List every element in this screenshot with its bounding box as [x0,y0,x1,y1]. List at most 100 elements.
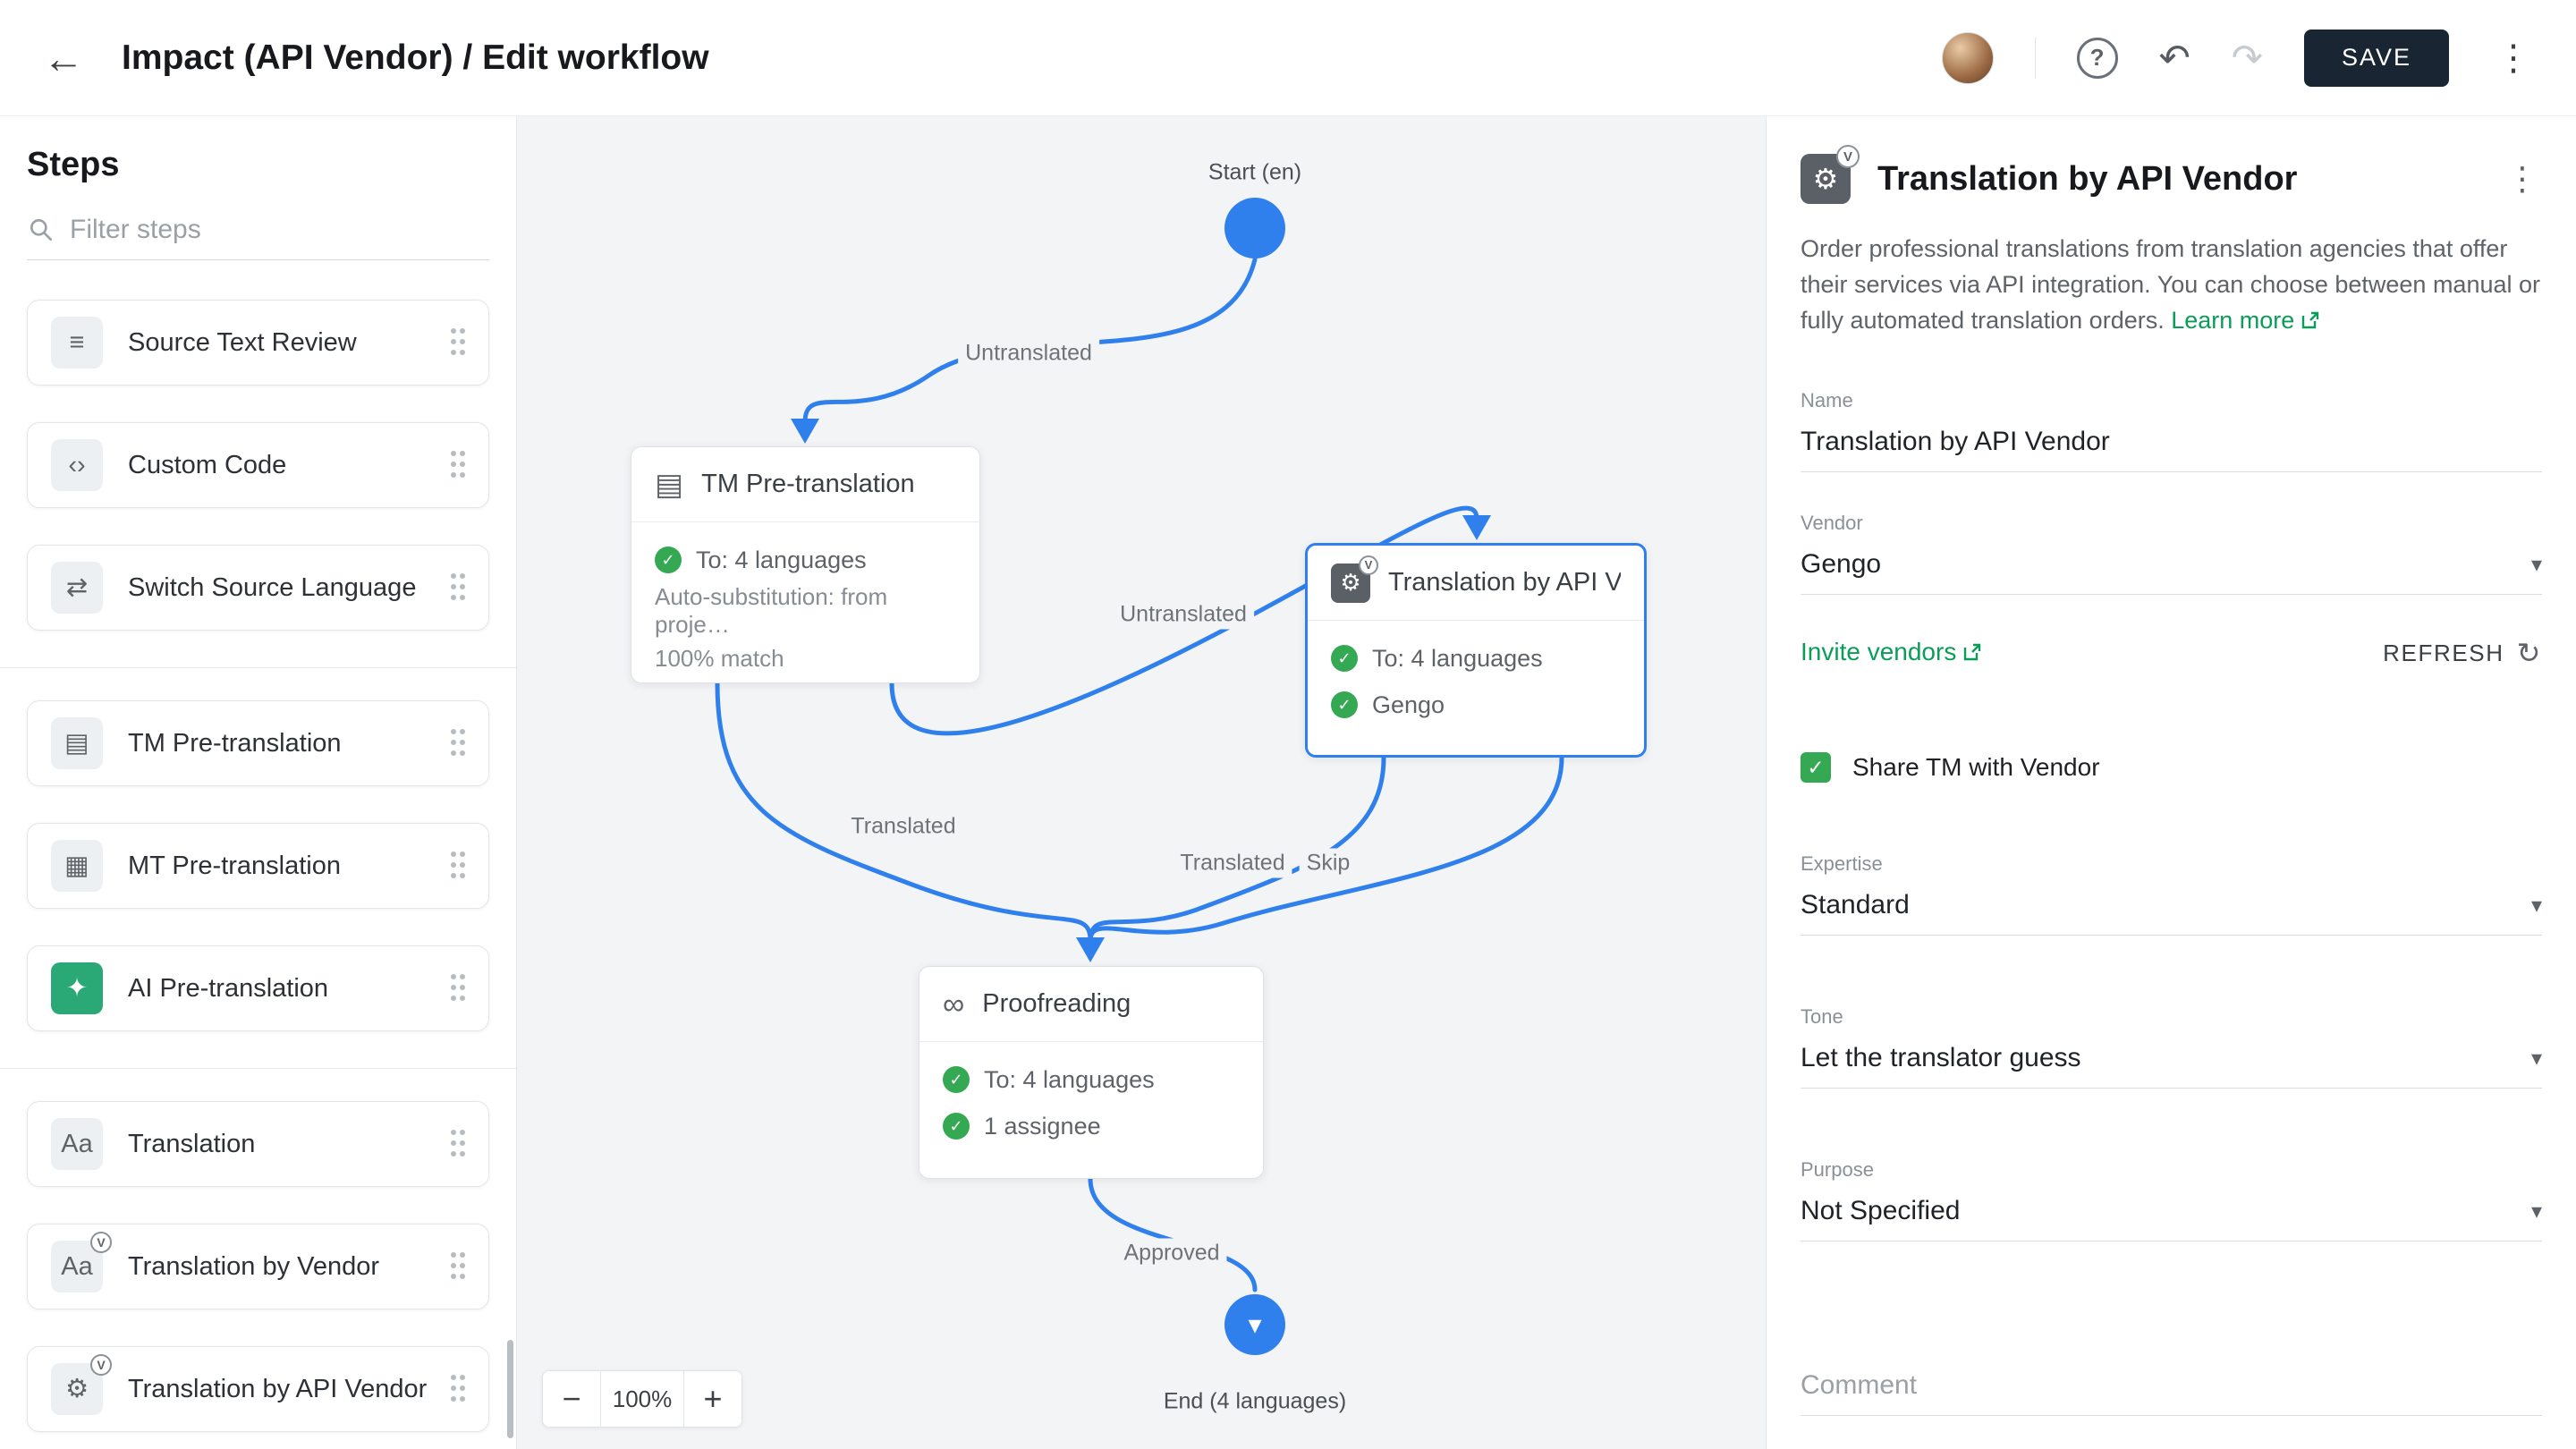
step-settings-panel: ⚙ V Translation by API Vendor ⋮ Order pr… [1766,116,2576,1449]
learn-more-link[interactable]: Learn more [2171,307,2321,334]
arrowhead-icon [791,419,819,444]
drag-handle-icon[interactable] [451,572,465,604]
zoom-level: 100% [600,1371,684,1427]
step-card-switch-source-language[interactable]: ⇄ Switch Source Language [27,545,489,631]
step-card-translation[interactable]: Aa Translation [27,1101,489,1187]
gear-vendor-icon: ⚙ V [1331,555,1378,603]
name-input[interactable] [1801,418,2542,472]
edge-label: Approved [1116,1238,1227,1268]
edge-label: Untranslated [1113,599,1254,630]
arrowhead-icon [1076,937,1105,962]
zoom-out-button[interactable]: − [543,1371,600,1427]
step-card-ai-pretranslation[interactable]: ✦ AI Pre-translation [27,945,489,1031]
step-description: Order professional translations from tra… [1801,231,2542,341]
gear-vendor-icon: ⚙ V [51,1354,112,1415]
drag-handle-icon[interactable] [451,850,465,882]
edge-label: Skip [1299,848,1358,878]
drag-handle-icon[interactable] [451,1250,465,1283]
chevron-down-icon: ▾ [1248,1310,1262,1340]
step-card-source-text-review[interactable]: ≡ Source Text Review [27,300,489,386]
help-icon[interactable]: ? [2076,37,2118,79]
avatar[interactable] [1941,31,1994,84]
group-divider [0,667,516,668]
invite-vendors-link[interactable]: Invite vendors [1801,638,1983,669]
expertise-select[interactable]: Expertise Standard ▾ [1801,852,2542,936]
scrollbar-thumb[interactable] [507,1340,513,1438]
sidebar-title: Steps [27,146,120,183]
gear-vendor-icon: ⚙ V [1801,145,1860,204]
panel-kebab-icon[interactable]: ⋮ [2506,160,2538,197]
refresh-button[interactable]: REFRESH ↻ [2383,637,2542,669]
save-button[interactable]: SAVE [2303,29,2449,87]
node-proofreading[interactable]: ∞ Proofreading ✓ To: 4 languages ✓ 1 ass… [919,966,1264,1179]
step-card-translation-by-api-vendor[interactable]: ⚙ V Translation by API Vendor [27,1346,489,1432]
arrowhead-icon [1462,515,1491,540]
comment-input[interactable] [1801,1361,2542,1416]
step-card-translation-by-vendor[interactable]: Aa V Translation by Vendor [27,1224,489,1309]
header-kebab-icon[interactable]: ⋮ [2496,38,2531,78]
workflow-canvas[interactable]: Start (en) Untranslated Untranslated Tra… [517,116,1766,1449]
back-icon[interactable]: ← [43,34,84,81]
edge-tm-to-api-vendor [889,505,1479,736]
check-circle-icon: ✓ [655,547,682,573]
chevron-down-icon: ▾ [2530,1199,2542,1224]
filter-steps-input[interactable] [70,215,489,245]
start-node[interactable] [1224,198,1285,258]
panel-title: Translation by API Vendor [1877,159,2298,198]
edge-tm-to-proofreading [715,681,1093,944]
header-divider [2034,37,2036,79]
drag-handle-icon[interactable] [451,326,465,359]
step-card-mt-pretranslation[interactable]: ▦ MT Pre-translation [27,823,489,909]
translate-icon: Aa [51,1118,103,1170]
undo-icon[interactable]: ↶ [2158,37,2190,79]
external-link-icon [1962,640,1983,669]
external-link-icon [2300,305,2321,341]
ai-sparkle-icon: ✦ [51,962,103,1014]
vendor-badge: V [90,1354,112,1376]
drag-handle-icon[interactable] [451,972,465,1004]
share-tm-checkbox[interactable]: ✓ [1801,752,1831,783]
glasses-icon: ∞ [943,987,965,1021]
redo-icon[interactable]: ↷ [2231,37,2263,79]
node-tm-pretranslation[interactable]: ▤ TM Pre-translation ✓ To: 4 languages A… [631,446,980,683]
name-field[interactable]: Name [1801,389,2542,472]
purpose-select[interactable]: Purpose Not Specified ▾ [1801,1158,2542,1241]
translation-memory-icon: ▤ [655,467,684,502]
vendor-badge: V [1359,555,1378,575]
edge-proofreading-to-end [1088,1176,1258,1292]
chevron-down-icon: ▾ [2530,893,2542,918]
chevron-down-icon: ▾ [2530,1046,2542,1071]
check-circle-icon: ✓ [943,1113,970,1140]
step-card-custom-code[interactable]: ‹› Custom Code [27,422,489,508]
drag-handle-icon[interactable] [451,1128,465,1160]
review-lines-icon: ≡ [51,317,103,369]
drag-handle-icon[interactable] [451,1373,465,1405]
vendor-select[interactable]: Vendor Gengo ▾ [1801,512,2542,595]
search-icon [30,219,52,241]
share-tm-row: ✓ Share TM with Vendor [1801,752,2542,783]
vendor-badge: V [90,1232,112,1253]
chevron-down-icon: ▾ [2530,552,2542,577]
zoom-control: − 100% + [542,1370,742,1428]
start-label: Start (en) [1208,159,1302,185]
page-title: Impact (API Vendor) / Edit workflow [122,38,709,77]
edge-api-to-proofreading-skip [1088,755,1564,944]
drag-handle-icon[interactable] [451,727,465,759]
code-icon: ‹› [51,439,103,491]
machine-translation-icon: ▦ [51,840,103,892]
tone-select[interactable]: Tone Let the translator guess ▾ [1801,1005,2542,1089]
vendor-badge: V [1836,145,1860,168]
filter-steps-field[interactable] [27,215,489,260]
comment-field[interactable] [1801,1356,2542,1416]
check-circle-icon: ✓ [943,1066,970,1093]
steps-sidebar: Steps ≡ Source Text Review ‹› Custom Cod… [0,116,517,1449]
edge-label: Translated [1173,848,1292,878]
edge-label: Untranslated [958,338,1099,369]
drag-handle-icon[interactable] [451,449,465,481]
end-node[interactable]: ▾ [1224,1294,1285,1355]
node-translation-by-api-vendor[interactable]: ⚙ V Translation by API V… ✓ To: 4 langua… [1305,543,1647,758]
translation-memory-icon: ▤ [51,717,103,769]
step-card-tm-pretranslation[interactable]: ▤ TM Pre-translation [27,700,489,786]
swap-arrows-icon: ⇄ [51,562,103,614]
zoom-in-button[interactable]: + [684,1371,741,1427]
